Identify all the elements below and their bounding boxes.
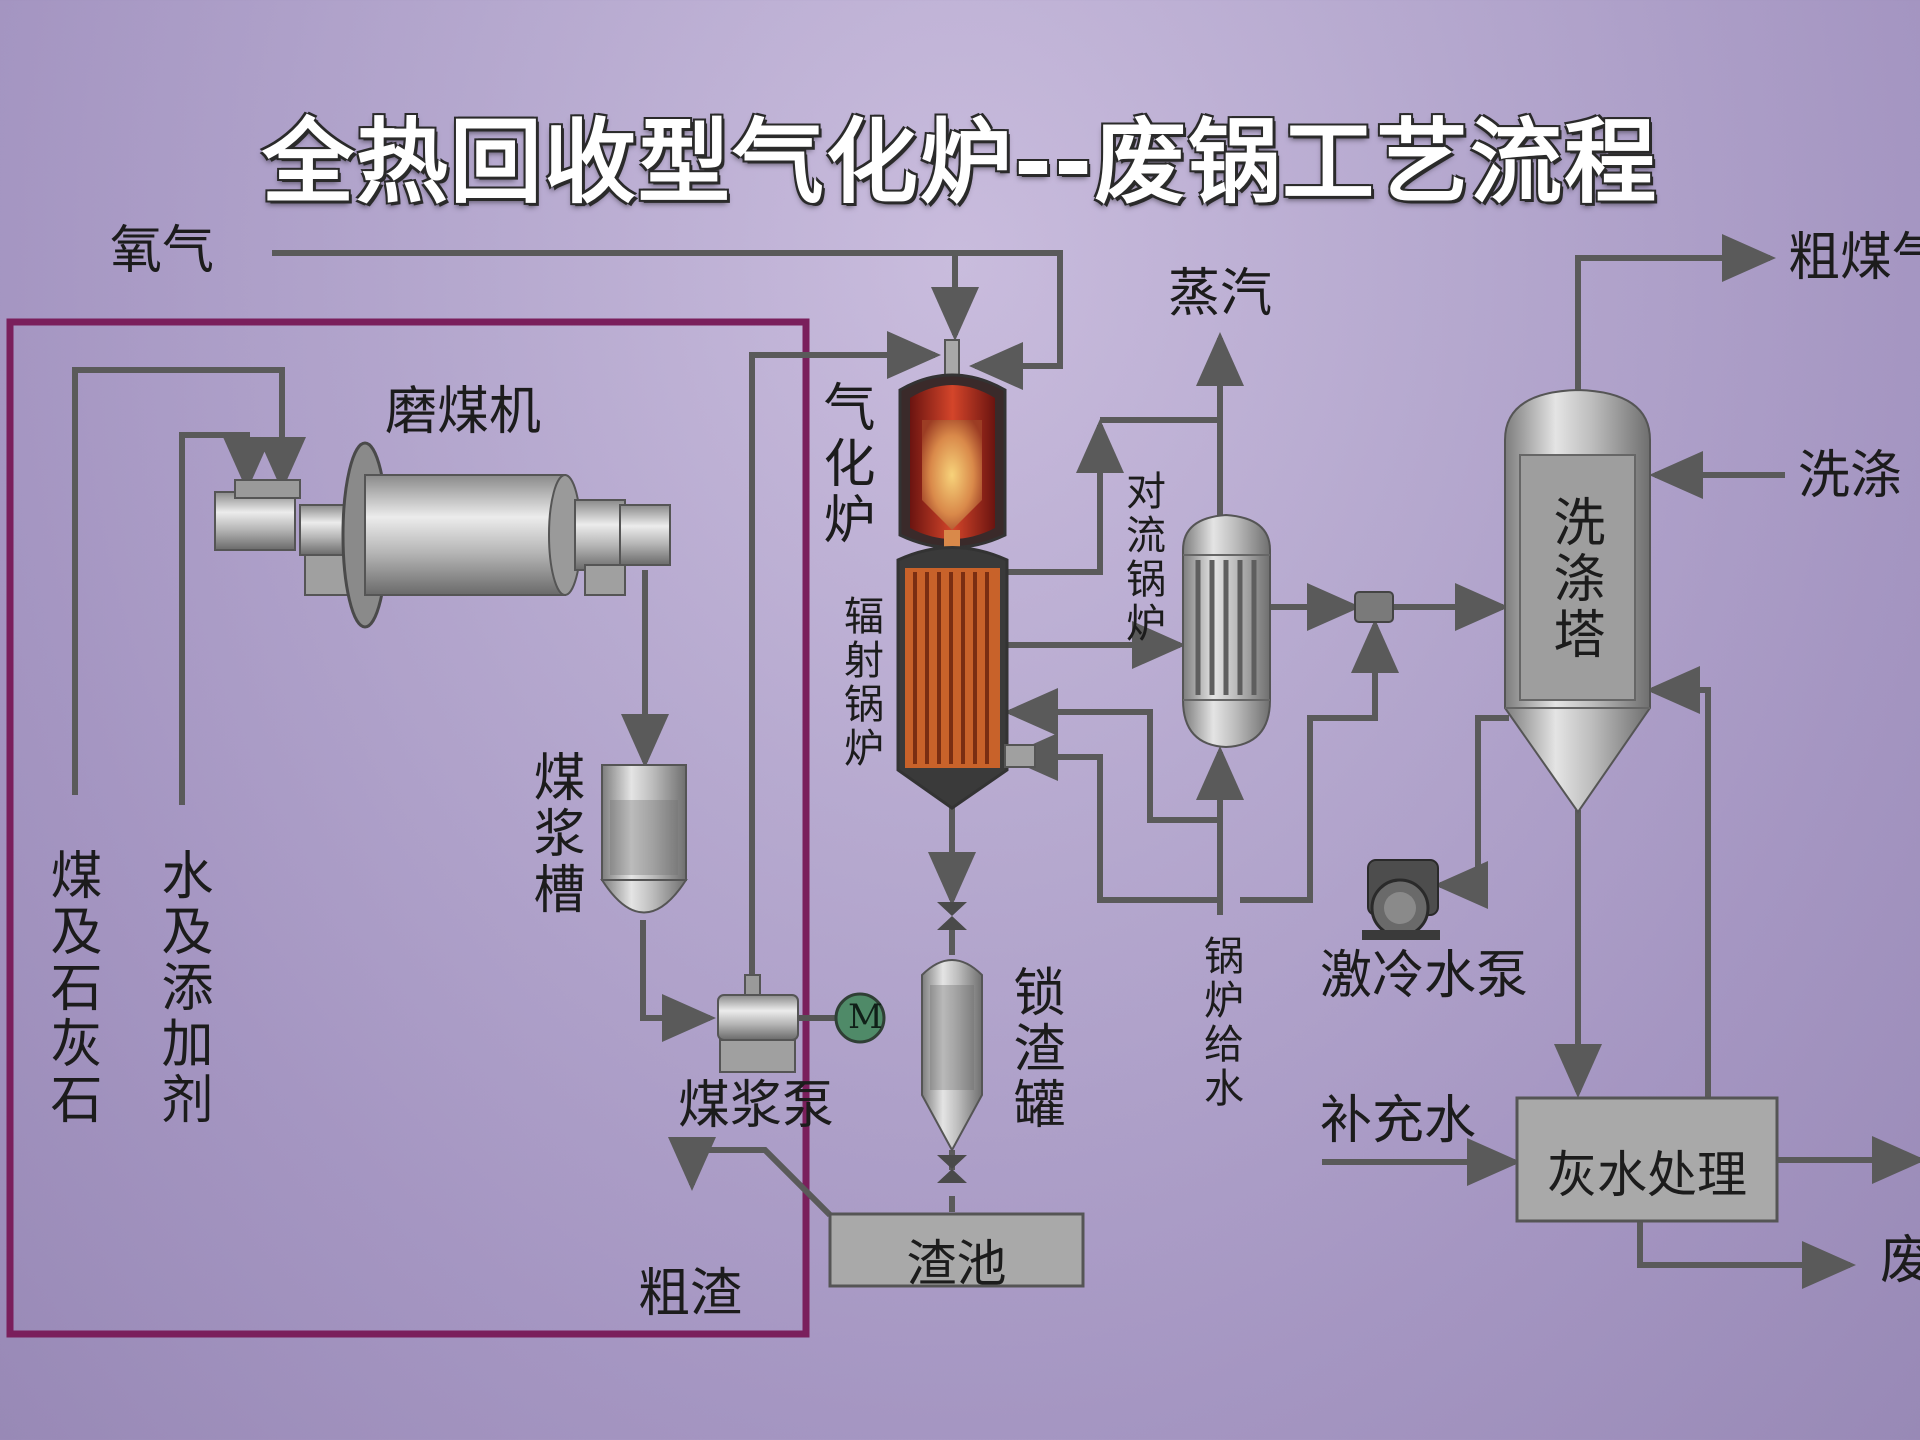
pump-to-gasifier-pipe: [749, 331, 941, 975]
slurry-pump-label: 煤浆泵: [678, 1076, 835, 1136]
steam-label: 蒸汽: [1168, 264, 1273, 324]
raw-gas-label: 粗煤气: [1788, 228, 1920, 288]
lock-hopper-label: 锁渣罐: [1004, 965, 1064, 1133]
quench-pump: [1362, 859, 1440, 940]
water-feed-pipe: [179, 432, 271, 805]
quench-pump-label: 激冷水泵: [1320, 946, 1529, 1006]
radiant-steam-pipe: [1007, 419, 1124, 575]
valves: [937, 902, 967, 1183]
tank-to-pump-pipe: [640, 920, 716, 1042]
scrubber-label: 洗涤塔: [1544, 495, 1604, 663]
feedwater-radiant-pipe2: [1004, 733, 1218, 903]
wash-water-label: 洗涤: [1798, 446, 1903, 506]
raw-gas-pipe: [1575, 234, 1776, 390]
gasifier-label: 气化炉: [814, 380, 874, 548]
makeup-water-label: 补充水: [1320, 1091, 1477, 1151]
oxygen-label: 氧气: [110, 221, 215, 281]
coal-limestone-label: 煤及石灰石: [41, 848, 101, 1128]
coal-feed-pipe: [72, 367, 306, 795]
boiler-feedwater-label: 锅炉给水: [1197, 935, 1243, 1111]
waste-label: 废: [1880, 1231, 1920, 1291]
motor-label: M: [848, 997, 883, 1037]
radiant-boiler-label: 辐射锅炉: [837, 595, 883, 771]
coal-mill: [214, 441, 671, 629]
motor-icon: [834, 992, 886, 1044]
grey-return-pipe: [1646, 666, 1711, 1098]
slurry-pump: [717, 974, 886, 1073]
slurry-tank-label: 煤浆槽: [524, 750, 584, 918]
mixer: [1354, 591, 1394, 623]
convection-boiler-label: 对流锅炉: [1119, 470, 1165, 646]
grey-water-box: [1515, 1096, 1779, 1223]
quench-to-mixer-pipe: [1240, 619, 1399, 903]
diagram-title: 全热回收型气化炉--废锅工艺流程: [261, 109, 1659, 216]
highlight-frame: [6, 318, 810, 1338]
oxygen-pipe: [272, 250, 1063, 390]
radiant-boiler: [896, 546, 1036, 810]
grey-water-label: 灰水处理: [1547, 1146, 1747, 1204]
coarse-slag-label: 粗渣: [638, 1264, 743, 1324]
scrubber-to-pump-pipe: [1434, 715, 1509, 909]
slurry-tank: [600, 764, 688, 914]
slag-pool-label: 渣池: [906, 1235, 1007, 1293]
feedwater-radiant-pipe: [1004, 688, 1218, 823]
gasifier: [898, 339, 1007, 550]
coarse-slag-pipe: [668, 1137, 833, 1218]
coal-mill-label: 磨煤机: [385, 382, 542, 442]
pipes: [72, 234, 1920, 1289]
convection-boiler: [1182, 513, 1271, 749]
slag-pool: [828, 1212, 1085, 1288]
scrubber: [1504, 388, 1651, 814]
waste-out-pipe: [1637, 1222, 1856, 1289]
steam-collector-pipe: [1100, 332, 1244, 423]
water-additive-label: 水及添加剂: [152, 848, 212, 1128]
lock-hopper: [921, 959, 983, 1153]
